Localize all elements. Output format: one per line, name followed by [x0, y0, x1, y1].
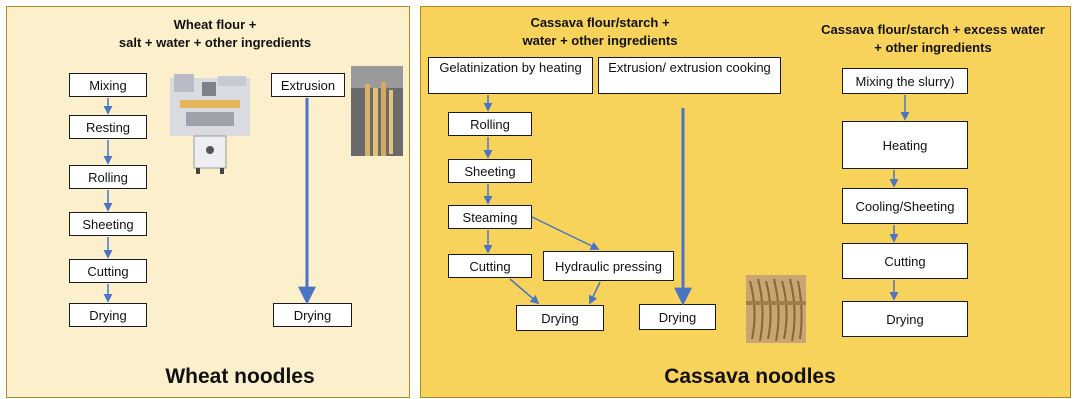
cassava-step-drying-2: Drying — [842, 301, 968, 337]
extruded-noodles-photo — [351, 66, 403, 156]
cassava-ingredients-header-1: Cassava flour/starch + water + other ing… — [480, 14, 720, 50]
cassava-step-cooling-sheeting: Cooling/Sheeting — [842, 188, 968, 224]
cassava-step-sheeting: Sheeting — [448, 159, 532, 183]
wheat-header-line1: Wheat flour + — [173, 17, 257, 32]
wheat-step-cutting: Cutting — [69, 259, 147, 283]
cassava-step-cutting: Cutting — [448, 254, 532, 278]
cassava-step-extrusion: Extrusion/ extrusion cooking — [598, 57, 781, 94]
cassava-ingredients-header-2: Cassava flour/starch + excess water + ot… — [808, 21, 1058, 57]
wheat-step-drying: Drying — [69, 303, 147, 327]
wheat-noodles-title: Wheat noodles — [165, 365, 315, 388]
cassava-header2-line1: Cassava flour/starch + excess water — [821, 22, 1045, 37]
arrow-cutting-drying-c — [509, 278, 540, 305]
dried-cassava-noodles-photo — [746, 275, 806, 343]
cassava-step-heating: Heating — [842, 121, 968, 169]
cassava-noodles-title: Cassava noodles — [664, 365, 836, 388]
wheat-ingredients-header: Wheat flour + salt + water + other ingre… — [90, 16, 340, 52]
cassava-step-cutting-2: Cutting — [842, 243, 968, 279]
wheat-step-sheeting: Sheeting — [69, 212, 147, 236]
wheat-header-line2: salt + water + other ingredients — [118, 35, 312, 50]
cassava-step-mixing-slurry: Mixing the slurry) — [842, 68, 968, 94]
cassava-step-steaming: Steaming — [448, 205, 532, 229]
cassava-step-rolling: Rolling — [448, 112, 532, 136]
cassava-header1-line2: water + other ingredients — [522, 33, 678, 48]
arrow-steaming-hydraulic — [531, 216, 600, 250]
arrow-hydraulic-drying — [589, 281, 601, 305]
wheat-extrusion-drying: Drying — [273, 303, 352, 327]
wheat-step-rolling: Rolling — [69, 165, 147, 189]
wheat-step-resting: Resting — [69, 115, 147, 139]
cassava-header2-line2: + other ingredients — [874, 40, 992, 55]
cassava-step-gelatinization: Gelatinization by heating — [428, 57, 593, 94]
cassava-step-hydraulic-pressing: Hydraulic pressing — [543, 251, 674, 281]
cassava-step-drying-joint: Drying — [516, 305, 604, 331]
wheat-noodles-panel — [6, 6, 410, 398]
cassava-header1-line1: Cassava flour/starch + — [530, 15, 670, 30]
wheat-step-mixing: Mixing — [69, 73, 147, 97]
noodle-machine-photo — [170, 74, 250, 174]
wheat-step-extrusion: Extrusion — [271, 73, 345, 97]
